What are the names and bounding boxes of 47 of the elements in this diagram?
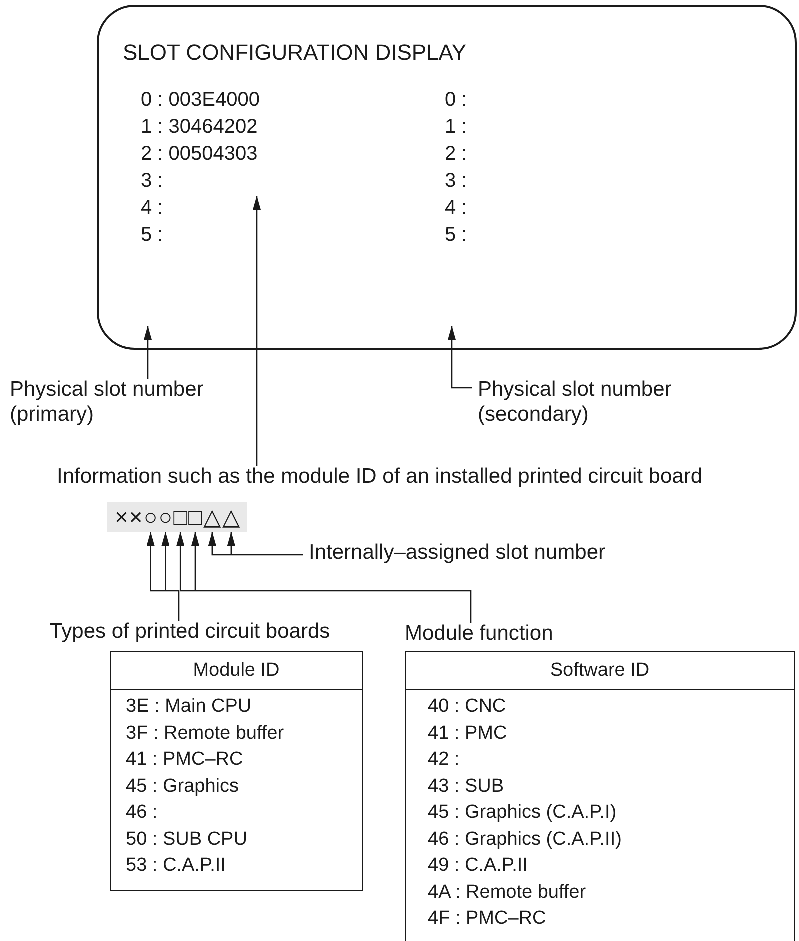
table-header: Software ID — [406, 652, 794, 690]
table-row-text: 41 : PMC–RC — [125, 748, 244, 772]
slot-row-text: 1 : 30464202 — [141, 115, 258, 139]
slot-row-text: 3 : — [445, 169, 468, 193]
screen-title: SLOT CONFIGURATION DISPLAY — [123, 40, 467, 66]
callout-text: Types of printed circuit boards — [50, 619, 330, 644]
slot-row-text: 4 : — [141, 196, 164, 220]
leader-arrow — [146, 532, 180, 621]
slot-row-text: 2 : — [445, 142, 468, 166]
leader-arrow — [253, 196, 261, 466]
callout-text: Physical slot number (secondary) — [478, 377, 718, 427]
slot-row-text: 1 : — [445, 115, 468, 139]
slot-row-text: 0 : — [445, 88, 468, 112]
table-row-text: 49 : C.A.P.II — [427, 854, 529, 878]
slot-row-text: 5 : — [445, 223, 468, 247]
table-row-text: 46 : Graphics (C.A.P.II) — [427, 828, 623, 852]
slot-row-text: 5 : — [141, 223, 164, 247]
id-table — [405, 651, 795, 941]
callout-text: Physical slot number (primary) — [10, 377, 240, 427]
callout-text: Internally–assigned slot number — [309, 540, 606, 565]
table-row-text: 45 : Graphics (C.A.P.I) — [427, 801, 618, 825]
table-row-text: 3F : Remote buffer — [125, 722, 286, 746]
slot-row-text: 4 : — [445, 196, 468, 220]
table-row-text: 42 : — [427, 748, 461, 772]
code-format: ××○○□□△△ — [107, 502, 248, 532]
table-row-text: 41 : PMC — [427, 722, 508, 746]
callout-text: Module function — [405, 621, 554, 646]
table-row-text: 4A : Remote buffer — [427, 880, 588, 904]
display-screen — [97, 5, 797, 350]
leader-arrow — [448, 326, 472, 389]
table-row-text: 50 : SUB CPU — [125, 828, 248, 852]
table-row-text: 45 : Graphics — [125, 774, 240, 798]
table-row-text: 3E : Main CPU — [125, 695, 253, 719]
leader-arrow — [144, 326, 152, 379]
table-header: Module ID — [111, 652, 362, 690]
slot-row-text: 3 : — [141, 169, 164, 193]
table-row-text: 4F : PMC–RC — [427, 907, 548, 931]
slot-row-text: 0 : 003E4000 — [141, 88, 260, 112]
id-table — [110, 651, 363, 891]
callout-text: Information such as the module ID of an installed printed circuit board — [57, 464, 703, 489]
table-row-text: 43 : SUB — [427, 774, 506, 798]
table-row-text: 53 : C.A.P.II — [125, 854, 227, 878]
table-row-text: 40 : CNC — [427, 695, 508, 719]
table-row-text: 46 : — [125, 801, 159, 825]
slot-row-text: 2 : 00504303 — [141, 142, 258, 166]
leader-arrow — [208, 532, 303, 556]
leader-arrow — [176, 532, 472, 623]
